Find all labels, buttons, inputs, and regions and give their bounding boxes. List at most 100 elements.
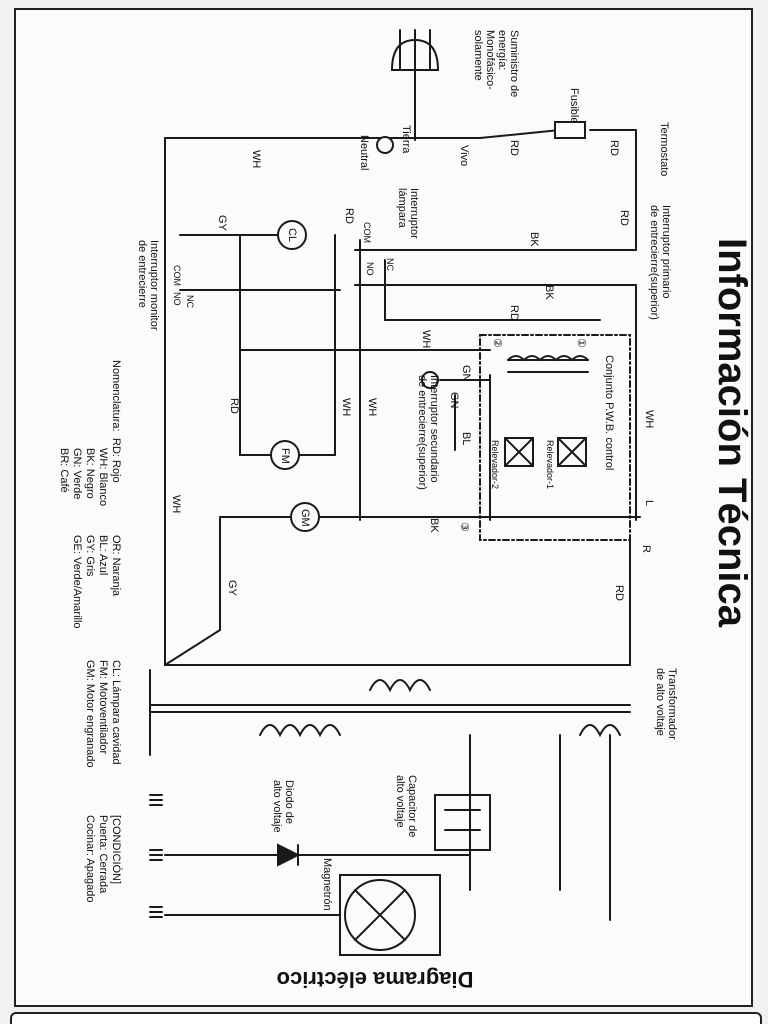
relay-2-coil bbox=[504, 437, 534, 467]
wire-label-wh: WH bbox=[250, 150, 262, 169]
fuse-label: Fusible bbox=[568, 88, 580, 124]
gear-motor bbox=[290, 502, 320, 532]
power-supply-label: Suministro de energía: Monofásico- solam… bbox=[472, 30, 520, 98]
ground-icon bbox=[149, 906, 163, 918]
bottom-panel bbox=[10, 1012, 762, 1024]
wire-label-rd: RD bbox=[343, 208, 355, 224]
terminal-r-label: R bbox=[640, 545, 652, 553]
wire-label-gy: GY bbox=[216, 215, 228, 231]
primary-interlock-label: Interruptor primario de entrecierre(supe… bbox=[648, 205, 672, 320]
wire-label-rd: RD bbox=[608, 140, 620, 156]
condition-cook: Cocinar: Apagado bbox=[84, 815, 96, 903]
terminal-l-label: L bbox=[643, 500, 655, 507]
nomenclature-entry: GN: Verde bbox=[71, 448, 83, 500]
nomenclature-entry: GE: Verde/Amarillo bbox=[71, 535, 83, 629]
gm-label: GM bbox=[299, 509, 311, 527]
condition-door: Puerta: Cerrada bbox=[97, 815, 109, 894]
monitor-nc-label: NC bbox=[185, 295, 195, 308]
ground-icon bbox=[149, 849, 163, 861]
hv-capacitor bbox=[434, 794, 491, 851]
wire-label-rd: RD bbox=[508, 140, 520, 156]
pwb-transformer bbox=[507, 359, 589, 373]
wire-label-wh: WH bbox=[643, 410, 655, 429]
relay-1-icon bbox=[557, 437, 587, 467]
ground-terminal-icon bbox=[421, 371, 439, 389]
fuse-icon bbox=[554, 121, 586, 139]
connector-1-label: ① bbox=[575, 338, 587, 348]
nomenclature-entry: WH: Blanco bbox=[97, 448, 109, 507]
wire-label-bk: BK bbox=[428, 518, 440, 533]
wire-label-rd: RD bbox=[228, 398, 240, 414]
secondary-interlock-label: Interruptor secundario de entrecierre(su… bbox=[416, 375, 440, 490]
lamp-com-label: COM bbox=[362, 222, 372, 243]
terminal-neutral-label: Neutral bbox=[358, 135, 370, 171]
nomenclature-entry: CL: Lámpara cavidad bbox=[110, 660, 122, 765]
nomenclature-entry: BL: Azul bbox=[97, 535, 109, 576]
lamp-switch-label: Interruptor lámpara bbox=[396, 188, 420, 239]
relay-1-label: Relevador-1 bbox=[545, 440, 555, 490]
capacitor-plates bbox=[444, 809, 481, 831]
nomenclature-entry: GY: Gris bbox=[84, 535, 96, 577]
diode-icon bbox=[277, 843, 301, 867]
magnetron-cross bbox=[354, 889, 406, 941]
capacitor-label: Capacitor de alto voltaje bbox=[394, 775, 418, 838]
page-title: Información Técnica bbox=[710, 238, 754, 627]
cavity-lamp bbox=[277, 220, 307, 250]
ground-terminal-icon bbox=[376, 136, 394, 154]
wire-label-bl: BL bbox=[460, 432, 472, 446]
relay-2-label: Relevador-2 bbox=[490, 440, 500, 490]
wire-label-rd: RD bbox=[613, 585, 625, 601]
connector-3-label: ③ bbox=[458, 522, 470, 532]
terminal-ground-label: Tierra bbox=[400, 125, 412, 154]
connector-2-label: ② bbox=[491, 338, 503, 348]
wire-label-bk: BK bbox=[528, 232, 540, 247]
lamp-nc-label: NC bbox=[385, 258, 395, 271]
terminal-live-label: Vivo bbox=[458, 145, 470, 167]
relay-1-coil bbox=[557, 437, 587, 467]
wire-label-rd: RD bbox=[508, 305, 520, 321]
wire-label-rd: RD bbox=[618, 210, 630, 226]
nomenclature-entry: GM: Motor engranado bbox=[84, 660, 96, 768]
nomenclature-heading: Nomenclatura: bbox=[110, 360, 122, 432]
nomenclature-entry: OR: Naranja bbox=[110, 535, 122, 597]
fan-motor bbox=[270, 440, 300, 470]
wire-label-gy: GY bbox=[226, 580, 238, 596]
wire-label-bk: BK bbox=[543, 285, 555, 300]
wire-label-wh: WH bbox=[366, 398, 378, 417]
wire-gy-diag bbox=[164, 629, 221, 666]
secondary-coil bbox=[259, 724, 341, 738]
nomenclature-entry: BK: Negro bbox=[84, 448, 96, 499]
cl-label: CL bbox=[286, 228, 298, 243]
lamp-no-label: NO bbox=[365, 262, 375, 276]
monitor-interlock-label: Interruptor monitor de entrecierre bbox=[136, 240, 160, 331]
magnetron-icon bbox=[344, 879, 416, 951]
magnetron-box bbox=[339, 874, 441, 956]
filament-coil bbox=[579, 724, 621, 738]
nomenclature-entry: BR: Café bbox=[58, 448, 70, 493]
ground-icon bbox=[149, 794, 163, 806]
transformer-label: Transformador de alto voltaje bbox=[654, 668, 678, 740]
fm-label: FM bbox=[279, 448, 291, 464]
thermostat-label: Termostato bbox=[658, 122, 670, 177]
monitor-com-label: COM bbox=[172, 265, 182, 286]
diode-label: Diodo de alto voltaje bbox=[271, 780, 295, 833]
relay-2-icon bbox=[504, 437, 534, 467]
pwb-board bbox=[479, 334, 631, 541]
pwb-coil bbox=[507, 355, 589, 362]
nomenclature-entry: FM: Motoventilador bbox=[97, 660, 109, 755]
page-subtitle: Diagrama eléctrico bbox=[276, 967, 474, 992]
wire-live bbox=[479, 129, 561, 139]
wire-label-wh: WH bbox=[340, 398, 352, 417]
pwb-label: Conjunto P.W.B. control bbox=[603, 355, 615, 471]
wire-label-gn: GN bbox=[448, 392, 460, 409]
magnetron-label: Magnetrón bbox=[321, 858, 333, 911]
nomenclature-entry: RD: Rojo bbox=[110, 438, 122, 483]
wire-label-wh: WH bbox=[170, 495, 182, 514]
condition-heading: [CONDICIÓN] bbox=[110, 815, 122, 885]
monitor-no-label: NO bbox=[172, 292, 182, 306]
wire-label-gn: GN bbox=[460, 365, 472, 382]
wire-label-wh: WH bbox=[420, 330, 432, 349]
primary-coil bbox=[369, 679, 431, 693]
